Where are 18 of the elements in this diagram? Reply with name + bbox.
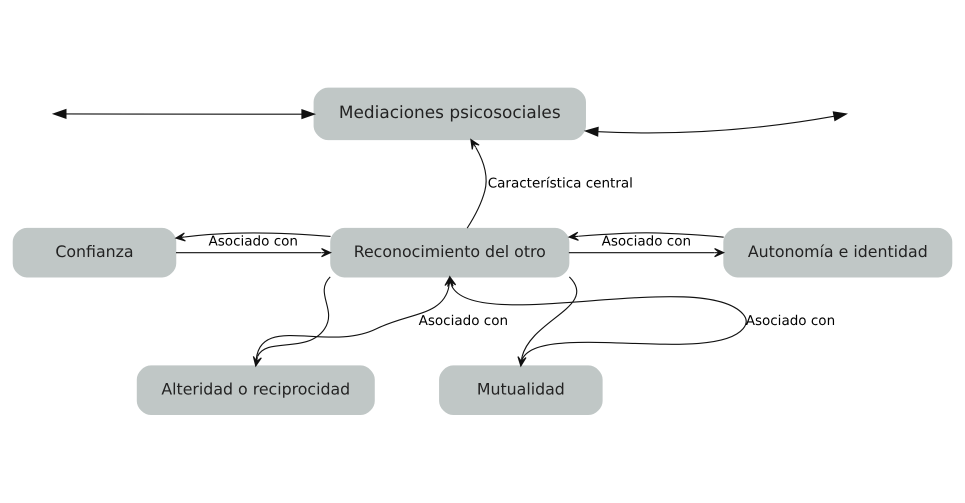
- arrow: [175, 232, 331, 242]
- edge-label: Asociado con: [602, 233, 692, 250]
- arrow: [52, 108, 316, 120]
- node-box: Mutualidad: [439, 365, 603, 416]
- edge-label: Asociado con: [208, 233, 298, 250]
- arrow: [568, 248, 724, 258]
- node-box: Reconocimiento del otro: [330, 228, 570, 278]
- node-box: Confianza: [12, 228, 176, 278]
- node-box: Autonomía e identidad: [723, 228, 952, 278]
- edge-label: Asociado con: [746, 312, 836, 329]
- arrow: [584, 111, 848, 137]
- arrow: [568, 232, 724, 241]
- edge-label: Característica central: [488, 175, 633, 192]
- node-box: Mediaciones psicosociales: [314, 88, 586, 140]
- arrow: [176, 248, 332, 258]
- arrow: [466, 139, 487, 228]
- edge-label: Asociado con: [418, 312, 508, 329]
- node-box: Alteridad o reciprocidad: [136, 365, 375, 416]
